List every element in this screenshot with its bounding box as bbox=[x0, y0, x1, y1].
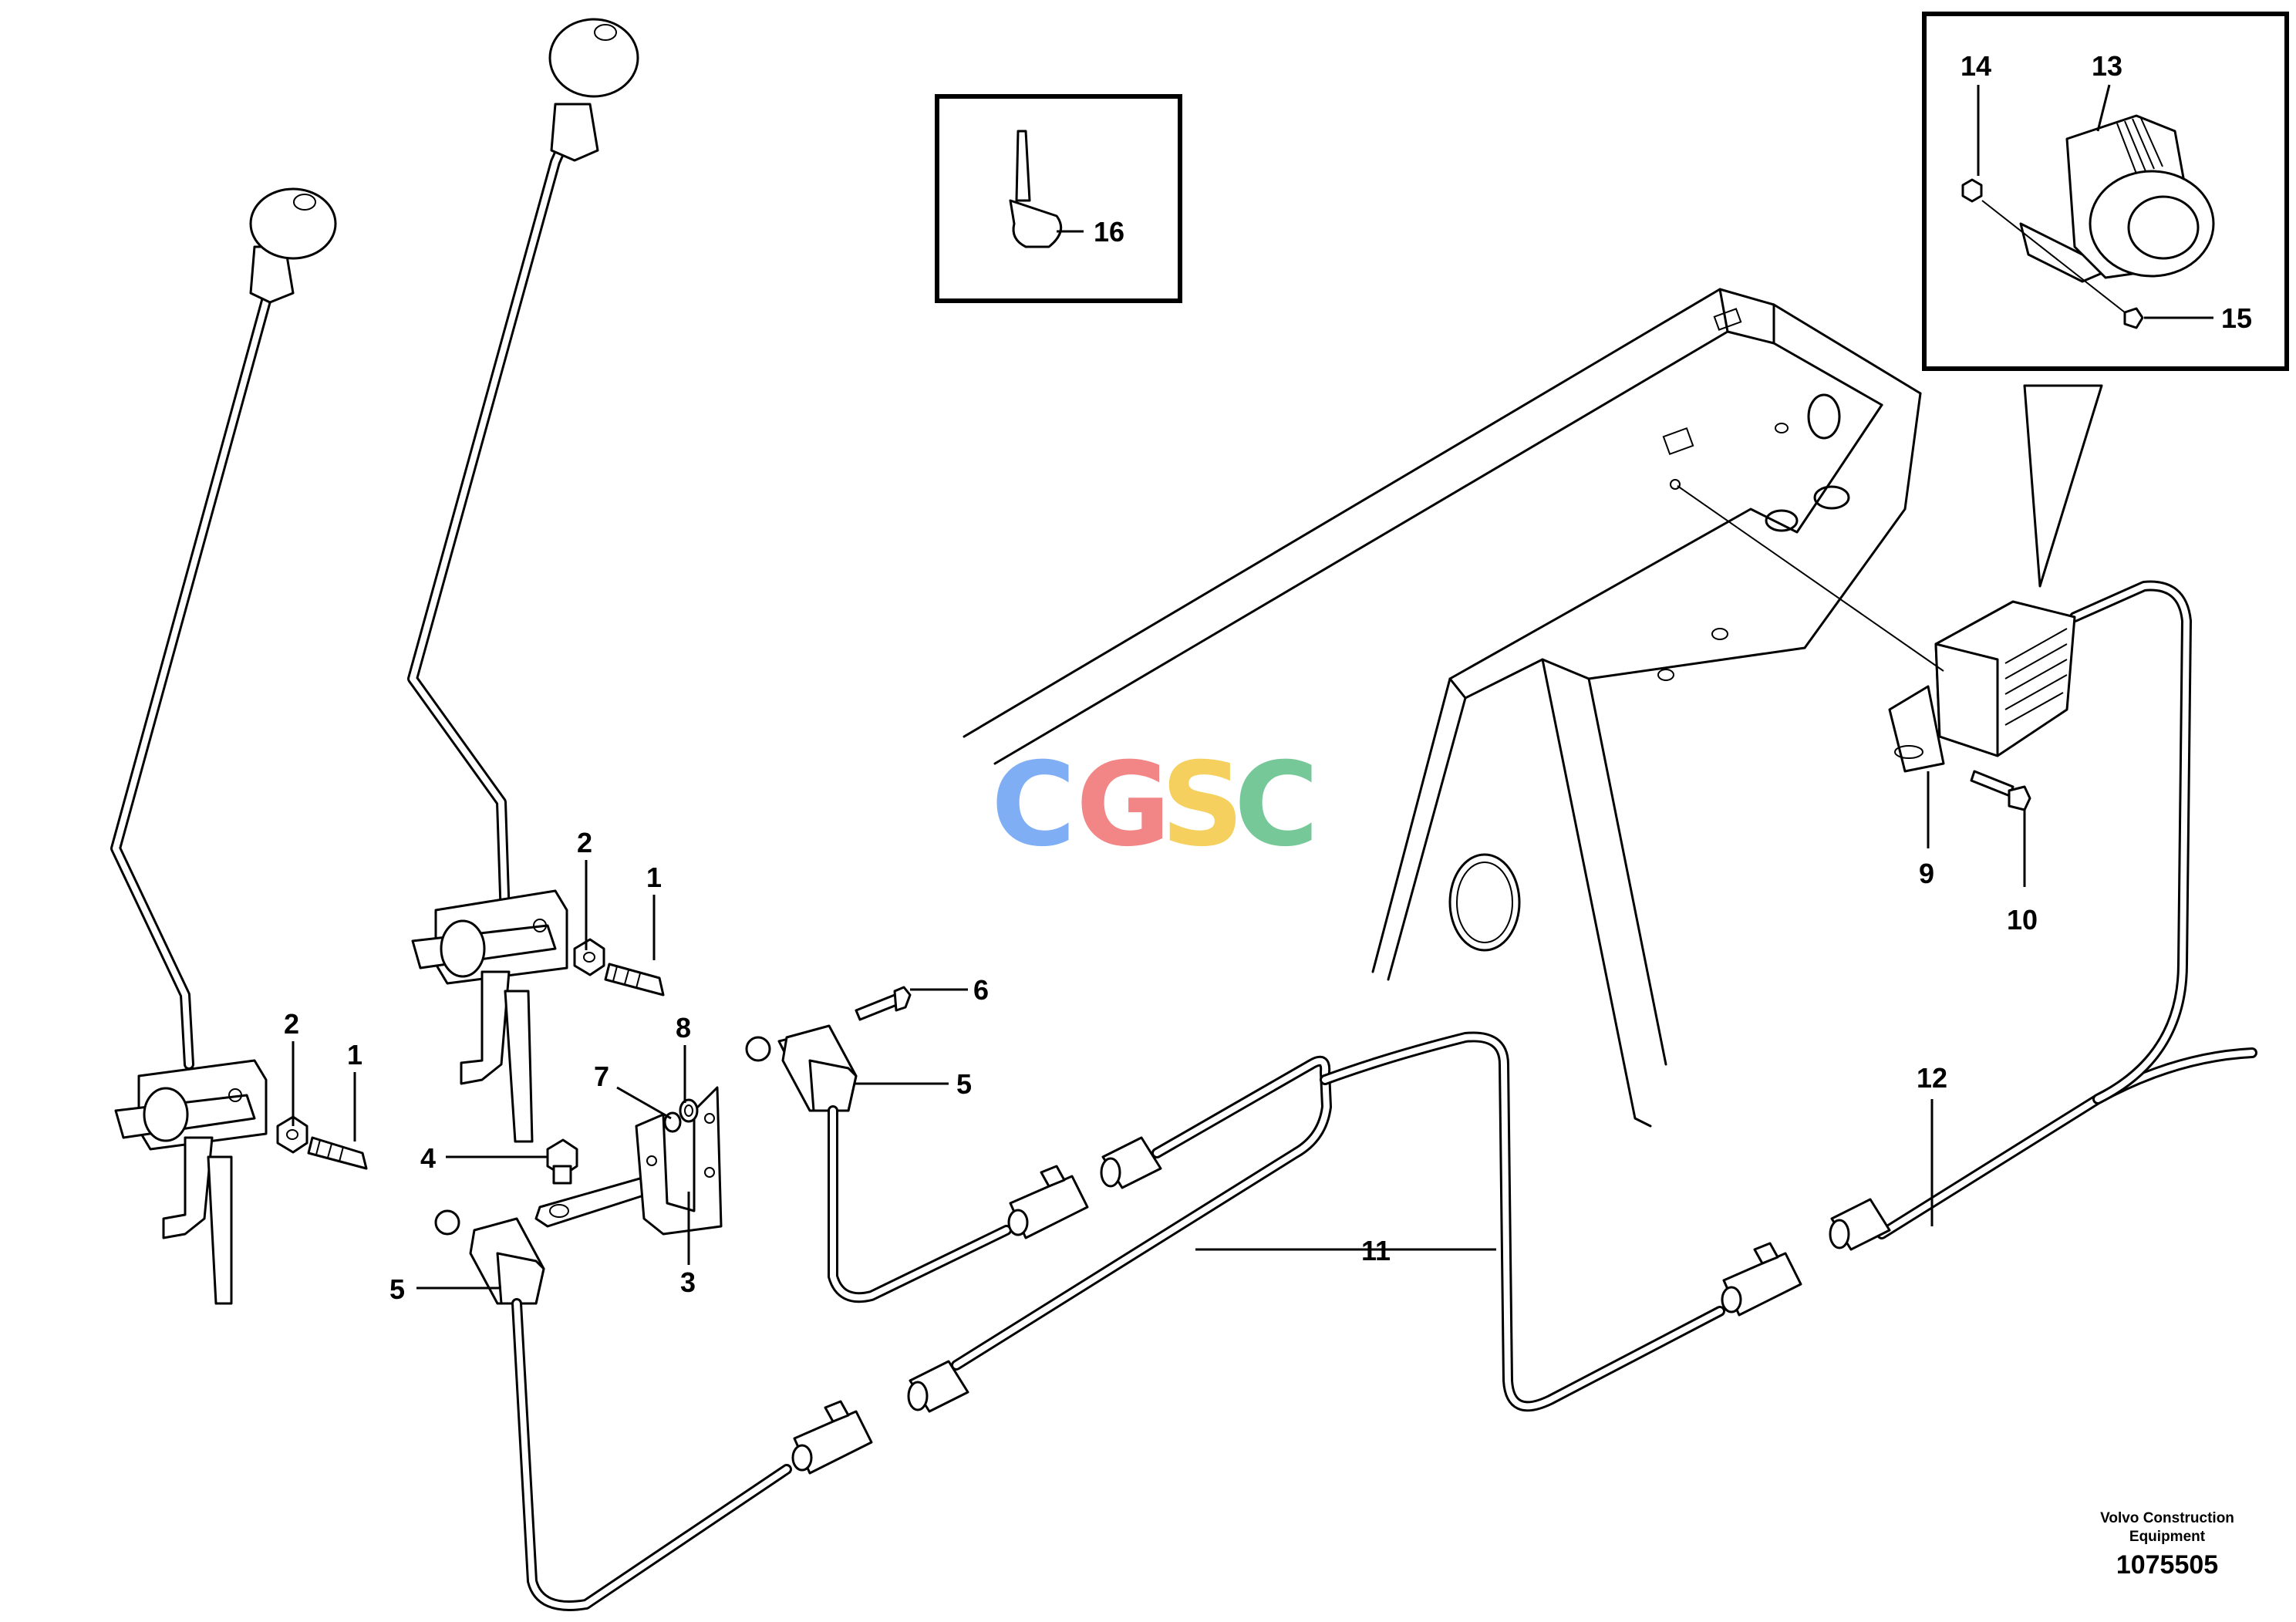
brand-line-2: Equipment bbox=[2129, 1529, 2206, 1545]
callout-1-left: 1 bbox=[347, 1039, 362, 1071]
frame-structure bbox=[963, 288, 1922, 1128]
joystick-lever-right bbox=[407, 18, 639, 1143]
watermark-letter-s: S bbox=[1161, 738, 1244, 872]
footer-block: Volvo Construction Equipment 1075505 bbox=[2100, 1510, 2234, 1580]
limit-switch-upper bbox=[745, 1024, 858, 1112]
callout-9: 9 bbox=[1919, 858, 1934, 889]
callout-8: 8 bbox=[676, 1012, 691, 1044]
leader-lines bbox=[292, 84, 2213, 1290]
callout-4: 4 bbox=[420, 1142, 436, 1174]
callout-15: 15 bbox=[2221, 302, 2252, 334]
inset-buzzer bbox=[1922, 12, 2289, 588]
callout-labels: 2 1 2 1 4 5 6 7 8 3 5 11 9 10 12 14 13 1… bbox=[284, 50, 2252, 1305]
bolt-4 bbox=[546, 1138, 578, 1185]
callout-2-right: 2 bbox=[577, 827, 592, 858]
document-number: 1075505 bbox=[2116, 1550, 2218, 1580]
connector-right-male bbox=[1721, 1242, 1802, 1317]
connector-right-female bbox=[1829, 1198, 1891, 1251]
wiring-harness bbox=[511, 580, 2257, 1611]
callout-11: 11 bbox=[1361, 1235, 1391, 1266]
watermark-letter-c2: C bbox=[1234, 738, 1319, 872]
pin-and-nut-left bbox=[276, 1115, 368, 1170]
callout-6: 6 bbox=[973, 974, 989, 1006]
callout-5-lower: 5 bbox=[389, 1273, 405, 1305]
connector-upper-female bbox=[1100, 1136, 1162, 1189]
limit-switch-lower bbox=[434, 1209, 545, 1305]
callout-5-upper: 5 bbox=[956, 1068, 972, 1100]
callout-1-right: 1 bbox=[646, 862, 662, 893]
joystick-lever-left bbox=[110, 187, 337, 1305]
switch-bracket bbox=[534, 1086, 723, 1236]
connector-lower-male bbox=[791, 1400, 873, 1475]
watermark-logo: C G S C bbox=[991, 738, 1319, 872]
pin-and-nut-right bbox=[573, 938, 665, 996]
callout-7: 7 bbox=[594, 1061, 609, 1092]
connector-upper-male bbox=[1007, 1165, 1089, 1239]
inset-cable-tie bbox=[935, 94, 1182, 303]
callout-14: 14 bbox=[1961, 50, 1991, 82]
callout-13: 13 bbox=[2092, 50, 2122, 82]
callout-12: 12 bbox=[1917, 1062, 1947, 1094]
screw-6 bbox=[855, 986, 912, 1021]
brand-line-1: Volvo Construction bbox=[2100, 1510, 2234, 1526]
washers-7-8 bbox=[663, 1098, 699, 1133]
callout-2-left: 2 bbox=[284, 1008, 299, 1040]
callout-10: 10 bbox=[2007, 904, 2038, 936]
watermark-letter-c1: C bbox=[991, 738, 1076, 872]
connector-lower-female bbox=[907, 1360, 969, 1413]
callout-3: 3 bbox=[680, 1266, 696, 1298]
watermark-letter-g: G bbox=[1076, 738, 1171, 872]
callout-16: 16 bbox=[1094, 216, 1124, 248]
alarm-unit bbox=[1677, 485, 2076, 811]
